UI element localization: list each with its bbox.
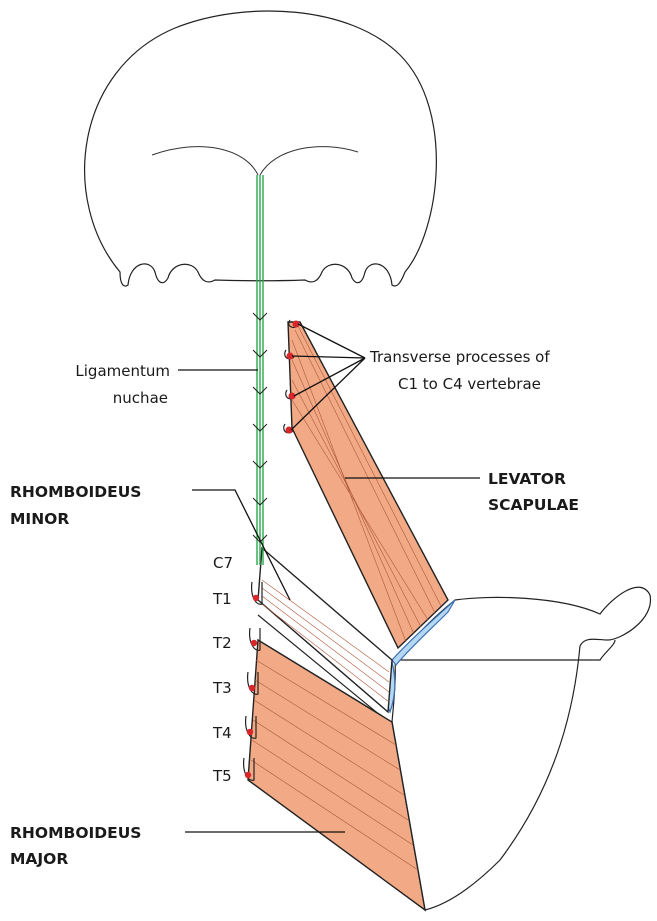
label-rh-major-1: RHOMBOIDEUS [10, 824, 141, 842]
label-levator-2: SCAPULAE [488, 496, 579, 514]
nuchal-line-right [260, 147, 358, 175]
vertebra-t4: T4 [212, 724, 232, 742]
scapula-outline [392, 587, 650, 910]
vertebra-t5: T5 [212, 767, 232, 785]
label-rh-minor-1: RHOMBOIDEUS [10, 483, 141, 501]
nuchal-line-left [152, 147, 258, 175]
vertebra-t2: T2 [212, 634, 232, 652]
vertebra-t1: T1 [212, 590, 232, 608]
rhomboideus-major-muscle [248, 640, 425, 910]
label-transverse-2: C1 to C4 vertebrae [398, 375, 541, 393]
label-ligamentum-1: Ligamentum [75, 362, 170, 380]
label-rh-major-2: MAJOR [10, 850, 68, 868]
label-transverse-1: Transverse processes of [369, 348, 550, 366]
label-levator-1: LEVATOR [488, 470, 566, 488]
label-rh-minor-2: MINOR [10, 510, 69, 528]
vertebra-c7: C7 [213, 554, 233, 572]
vertebra-t3: T3 [212, 679, 232, 697]
label-ligamentum-2: nuchae [113, 389, 168, 407]
